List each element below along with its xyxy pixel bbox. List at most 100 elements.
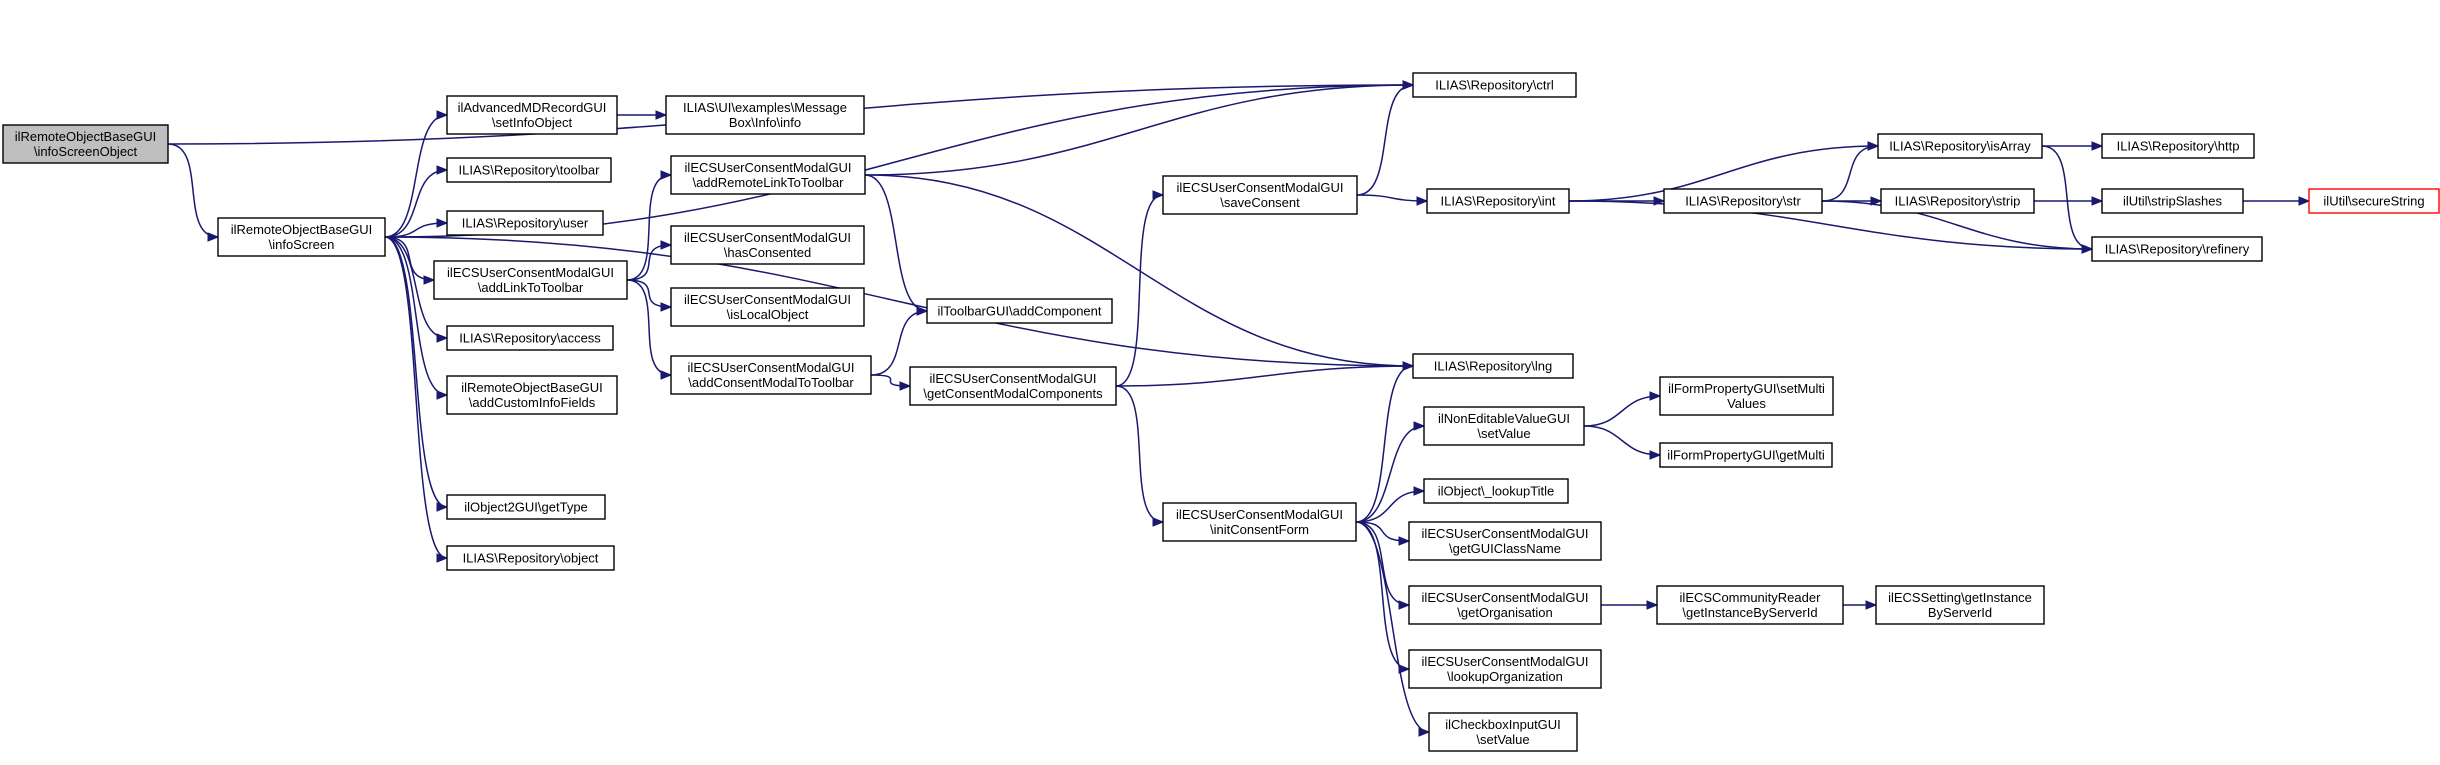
graph-node[interactable]: ilECSUserConsentModalGUI\addConsentModal… <box>670 355 872 395</box>
node-label: ilECSUserConsentModalGUI <box>684 292 851 307</box>
edge-line <box>1115 365 1414 387</box>
graph-node[interactable]: ilECSUserConsentModalGUI\initConsentForm <box>1162 502 1357 542</box>
graph-node[interactable]: ILIAS\Repository\http <box>2101 133 2255 159</box>
node-label: ilAdvancedMDRecordGUI <box>458 100 607 115</box>
graph-node[interactable]: ILIAS\Repository\access <box>446 325 614 351</box>
edge-arrowhead <box>1646 600 1659 610</box>
node-label: \addCustomInfoFields <box>469 395 596 410</box>
edge-line <box>1355 490 1425 523</box>
node-box <box>1880 188 2035 214</box>
graph-node[interactable]: ilECSUserConsentModalGUI\getGUIClassName <box>1408 521 1602 561</box>
graph-node[interactable]: ilFormPropertyGUI\getMulti <box>1659 442 1833 468</box>
graph-node[interactable]: ilECSCommunityReader\getInstanceByServer… <box>1656 585 1844 625</box>
node-label: ilRemoteObjectBaseGUI <box>15 129 157 144</box>
node-label: ILIAS\Repository\access <box>459 331 601 346</box>
graph-node[interactable]: ILIAS\Repository\ctrl <box>1412 72 1577 98</box>
node-label: ilECSUserConsentModalGUI <box>1422 526 1589 541</box>
edge-line <box>1568 200 2093 250</box>
graph-node[interactable]: ilUtil\stripSlashes <box>2101 188 2244 214</box>
graph-node[interactable]: ilCheckboxInputGUI\setValue <box>1428 712 1578 752</box>
graph-node[interactable]: ILIAS\Repository\object <box>446 545 615 571</box>
edge-line <box>626 279 672 376</box>
node-label: ILIAS\Repository\http <box>2117 139 2240 154</box>
edge-line <box>870 310 928 376</box>
edge-line <box>167 143 219 238</box>
graph-node[interactable]: ILIAS\Repository\toolbar <box>446 157 612 183</box>
edge-arrowhead <box>660 170 673 180</box>
node-label: ILIAS\Repository\lng <box>1434 359 1553 374</box>
graph-node[interactable]: ilECSUserConsentModalGUI\isLocalObject <box>670 287 865 327</box>
graph-node[interactable]: ILIAS\Repository\isArray <box>1877 133 2043 159</box>
edge-arrowhead <box>655 110 668 120</box>
node-label: ilRemoteObjectBaseGUI <box>461 380 603 395</box>
node-box <box>1162 502 1357 542</box>
graph-node[interactable]: ilAdvancedMDRecordGUI\setInfoObject <box>446 95 618 135</box>
node-label: ilObject\_lookupTitle <box>1438 484 1555 499</box>
edge-line <box>626 279 672 308</box>
edge-arrowhead <box>660 240 673 250</box>
node-label: ilECSUserConsentModalGUI <box>1176 507 1343 522</box>
graph-node[interactable]: ILIAS\Repository\int <box>1426 188 1570 214</box>
node-box <box>1423 478 1569 504</box>
graph-node[interactable]: ilECSSetting\getInstanceByServerId <box>1875 585 2045 625</box>
graph-node[interactable]: ilECSUserConsentModalGUI\hasConsented <box>670 225 865 265</box>
edge-arrowhead <box>1413 421 1426 431</box>
graph-node[interactable]: ilUtil\secureString <box>2308 188 2440 214</box>
edge-line <box>1583 395 1661 427</box>
graph-node[interactable]: ILIAS\Repository\user <box>446 210 604 236</box>
graph-node[interactable]: ilNonEditableValueGUI\setValue <box>1423 406 1585 446</box>
node-label: ilCheckboxInputGUI <box>1445 717 1561 732</box>
node-label: ilECSUserConsentModalGUI <box>685 160 852 175</box>
graph-node[interactable]: ilRemoteObjectBaseGUI\infoScreenObject <box>2 124 169 164</box>
node-label: ilECSSetting\getInstance <box>1888 590 2032 605</box>
node-label: ilNonEditableValueGUI <box>1438 411 1570 426</box>
node-label: \infoScreenObject <box>34 144 138 159</box>
graph-node[interactable]: ilECSUserConsentModalGUI\getOrganisation <box>1408 585 1602 625</box>
node-box <box>446 375 618 415</box>
node-label: \lookupOrganization <box>1447 669 1563 684</box>
graph-node[interactable]: ilECSUserConsentModalGUI\addLinkToToolba… <box>433 260 628 300</box>
graph-node[interactable]: ilToolbarGUI\addComponent <box>926 298 1113 324</box>
node-label: ilFormPropertyGUI\setMulti <box>1668 381 1825 396</box>
edge-line <box>1355 521 1410 670</box>
edge-line <box>384 236 448 508</box>
edge-line <box>1583 425 1661 456</box>
edge-line <box>864 174 928 312</box>
node-box <box>1408 585 1602 625</box>
node-label: \setValue <box>1477 426 1530 441</box>
edge-line <box>1355 365 1414 523</box>
edge-line <box>1115 194 1164 387</box>
edge-arrowhead <box>1418 727 1431 737</box>
node-label: \saveConsent <box>1220 195 1300 210</box>
graph-node[interactable]: ilECSUserConsentModalGUI\addRemoteLinkTo… <box>670 155 866 195</box>
graph-node[interactable]: ilECSUserConsentModalGUI\getConsentModal… <box>909 366 1117 406</box>
node-box <box>217 217 386 257</box>
edge-arrowhead <box>1649 450 1662 460</box>
graph-node[interactable]: ilObject\_lookupTitle <box>1423 478 1569 504</box>
edge-line <box>384 114 448 238</box>
graph-node[interactable]: ilRemoteObjectBaseGUI\infoScreen <box>217 217 386 257</box>
graph-node[interactable]: ILIAS\Repository\strip <box>1880 188 2035 214</box>
edge-arrowhead <box>436 553 449 563</box>
node-label: \addConsentModalToToolbar <box>688 375 854 390</box>
graph-node[interactable]: ilECSUserConsentModalGUI\saveConsent <box>1162 175 1358 215</box>
node-label: \getGUIClassName <box>1449 541 1561 556</box>
graph-node[interactable]: ILIAS\Repository\str <box>1663 188 1823 214</box>
graph-node[interactable]: ilECSUserConsentModalGUI\lookupOrganizat… <box>1408 649 1602 689</box>
node-box <box>433 260 628 300</box>
graph-node[interactable]: ILIAS\Repository\lng <box>1412 353 1574 379</box>
edge-arrowhead <box>436 218 449 228</box>
edge-arrowhead <box>1867 141 1880 151</box>
graph-node[interactable]: ilRemoteObjectBaseGUI\addCustomInfoField… <box>446 375 618 415</box>
edge-arrowhead <box>2298 196 2311 206</box>
edge-arrowhead <box>436 165 449 175</box>
edge-arrowhead <box>436 333 449 343</box>
node-box <box>1423 406 1585 446</box>
node-label: Box\Info\info <box>729 115 801 130</box>
node-label: ILIAS\Repository\strip <box>1895 194 2021 209</box>
node-label: ILIAS\Repository\user <box>462 216 589 231</box>
graph-node[interactable]: ilObject2GUI\getType <box>446 494 606 520</box>
graph-node[interactable]: ILIAS\Repository\refinery <box>2091 236 2263 262</box>
